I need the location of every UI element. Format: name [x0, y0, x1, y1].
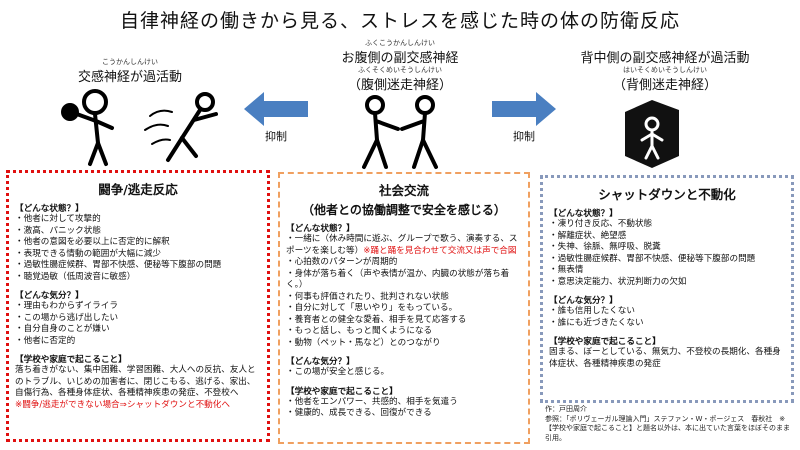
- center-heading-2: （腹側迷走神経）: [347, 78, 452, 93]
- fight-box-title: 闘争/逃走反応: [98, 182, 178, 197]
- social-box-title: 社会交流: [378, 183, 429, 198]
- social-state-note: ※踊と踊を見合わせて交流又は声で合図: [363, 245, 517, 256]
- right-heading-1: 背中側の副交感神経が過活動: [580, 51, 750, 66]
- social-engagement-box: 社会交流 （他者との協働調整で安全を感じる） 【どんな状態？】 ・一緒に（休み時…: [278, 172, 530, 444]
- shutdown-home-text: 固まる、ぼーとしている、無気力、不登校の長期化、各種身体症状、各種精神疾患の発症: [549, 347, 781, 369]
- right-arrow-label: 抑制: [513, 130, 535, 143]
- social-state-lead: ・一緒に（休み時間に遊ぶ、グループで歌う、演奏する、スポーツを楽しむ等）: [286, 234, 518, 256]
- fight-home-text: 落ち着きがない、集中困難、学習困難、大人への反抗、友人とのトラブル、いじめの加害…: [15, 365, 256, 398]
- social-state-list: ・心拍数のパターンが周期的 ・身体が落ち着く（声や表情が温か、内臓の状態が落ち着…: [286, 257, 510, 348]
- page-title: 自律神経の働きから見る、ストレスを感じた時の体の防衛反応: [119, 10, 680, 32]
- shutdown-home-heading: 【学校や家庭で起こること】: [549, 337, 661, 347]
- shutdown-box-title: シャットダウンと不動化: [598, 187, 736, 202]
- fight-state-heading: 【どんな状態？】: [15, 204, 84, 214]
- frozen-figure-icon: [640, 116, 664, 160]
- fight-mood-heading: 【どんな気分？】: [15, 291, 84, 301]
- shutdown-state-heading: 【どんな状態？】: [549, 209, 618, 219]
- center-ruby-2: ふくそくめいそうしんけい: [358, 66, 442, 74]
- social-state-heading: 【どんな状態？】: [286, 224, 355, 234]
- fight-flight-box: 闘争/逃走反応 【どんな状態？】 ・他者に対して攻撃的 ・激高、パニック状態 ・…: [6, 170, 270, 442]
- frozen-cube-illustration: [625, 100, 679, 168]
- fight-state-list: ・他者に対して攻撃的 ・激高、パニック状態 ・他者の意図を必要以上に否定的に解釈…: [15, 214, 222, 282]
- right-heading-2: （背側迷走神経）: [612, 78, 717, 93]
- handshake-illustration: [362, 95, 438, 169]
- shutdown-box: シャットダウンと不動化 【どんな状態？】 ・凍り付き反応、不動状態 ・解離症状、…: [540, 175, 794, 403]
- right-ruby: はいそくめいそうしんけい: [623, 66, 707, 74]
- shutdown-state-list: ・凍り付き反応、不動状態 ・解離症状、絶望感 ・失神、徐脈、無呼吸、脱糞 ・過敏…: [549, 219, 756, 287]
- social-state-text: ・一緒に（休み時間に遊ぶ、グループで歌う、演奏する、スポーツを楽しむ等）※踊と踊…: [286, 234, 522, 257]
- center-ruby-1: ふくこうかんしんけい: [365, 39, 435, 47]
- left-arrow-icon: [244, 92, 308, 126]
- social-box-subtitle: （他者との協働調整で安全を感じる）: [302, 203, 506, 217]
- shutdown-mood-list: ・誰も信用したくない ・誰にも近づきたくない: [549, 306, 644, 328]
- left-arrow-label: 抑制: [265, 130, 287, 143]
- social-home-list: ・他者をエンパワー、共感的、相手を気遣う ・健康的、成長できる、回復ができる: [286, 396, 458, 419]
- fight-mood-list: ・理由もわからずイライラ ・この場から逃げ出したい ・自分自身のことが嫌い ・他…: [15, 301, 119, 346]
- shutdown-mood-heading: 【どんな気分？】: [549, 296, 618, 306]
- center-heading-1: お腹側の副交感神経: [341, 51, 459, 66]
- angry-figure-icon: [61, 89, 114, 166]
- credits: 作：戸田周介 参照：「ポリヴェーガル理論入門」ステファン・W・ポージェス 春秋社…: [545, 405, 790, 442]
- social-home-heading: 【学校や家庭で起こること】: [286, 386, 398, 397]
- fleeing-figure-icon: [144, 92, 218, 162]
- fight-note: ※闘争/逃走ができない場合⇒シャットダウンと不動化へ: [15, 399, 230, 410]
- left-ruby: こうかんしんけい: [102, 58, 158, 66]
- social-mood-heading: 【どんな気分？】: [286, 357, 355, 367]
- fight-illustration: [61, 89, 218, 166]
- social-mood-list: ・この場が安全と感じる。: [286, 367, 390, 377]
- fight-home-heading: 【学校や家庭で起こること】: [15, 355, 127, 365]
- left-heading: 交感神経が過活動: [77, 70, 182, 85]
- right-arrow-icon: [492, 92, 556, 126]
